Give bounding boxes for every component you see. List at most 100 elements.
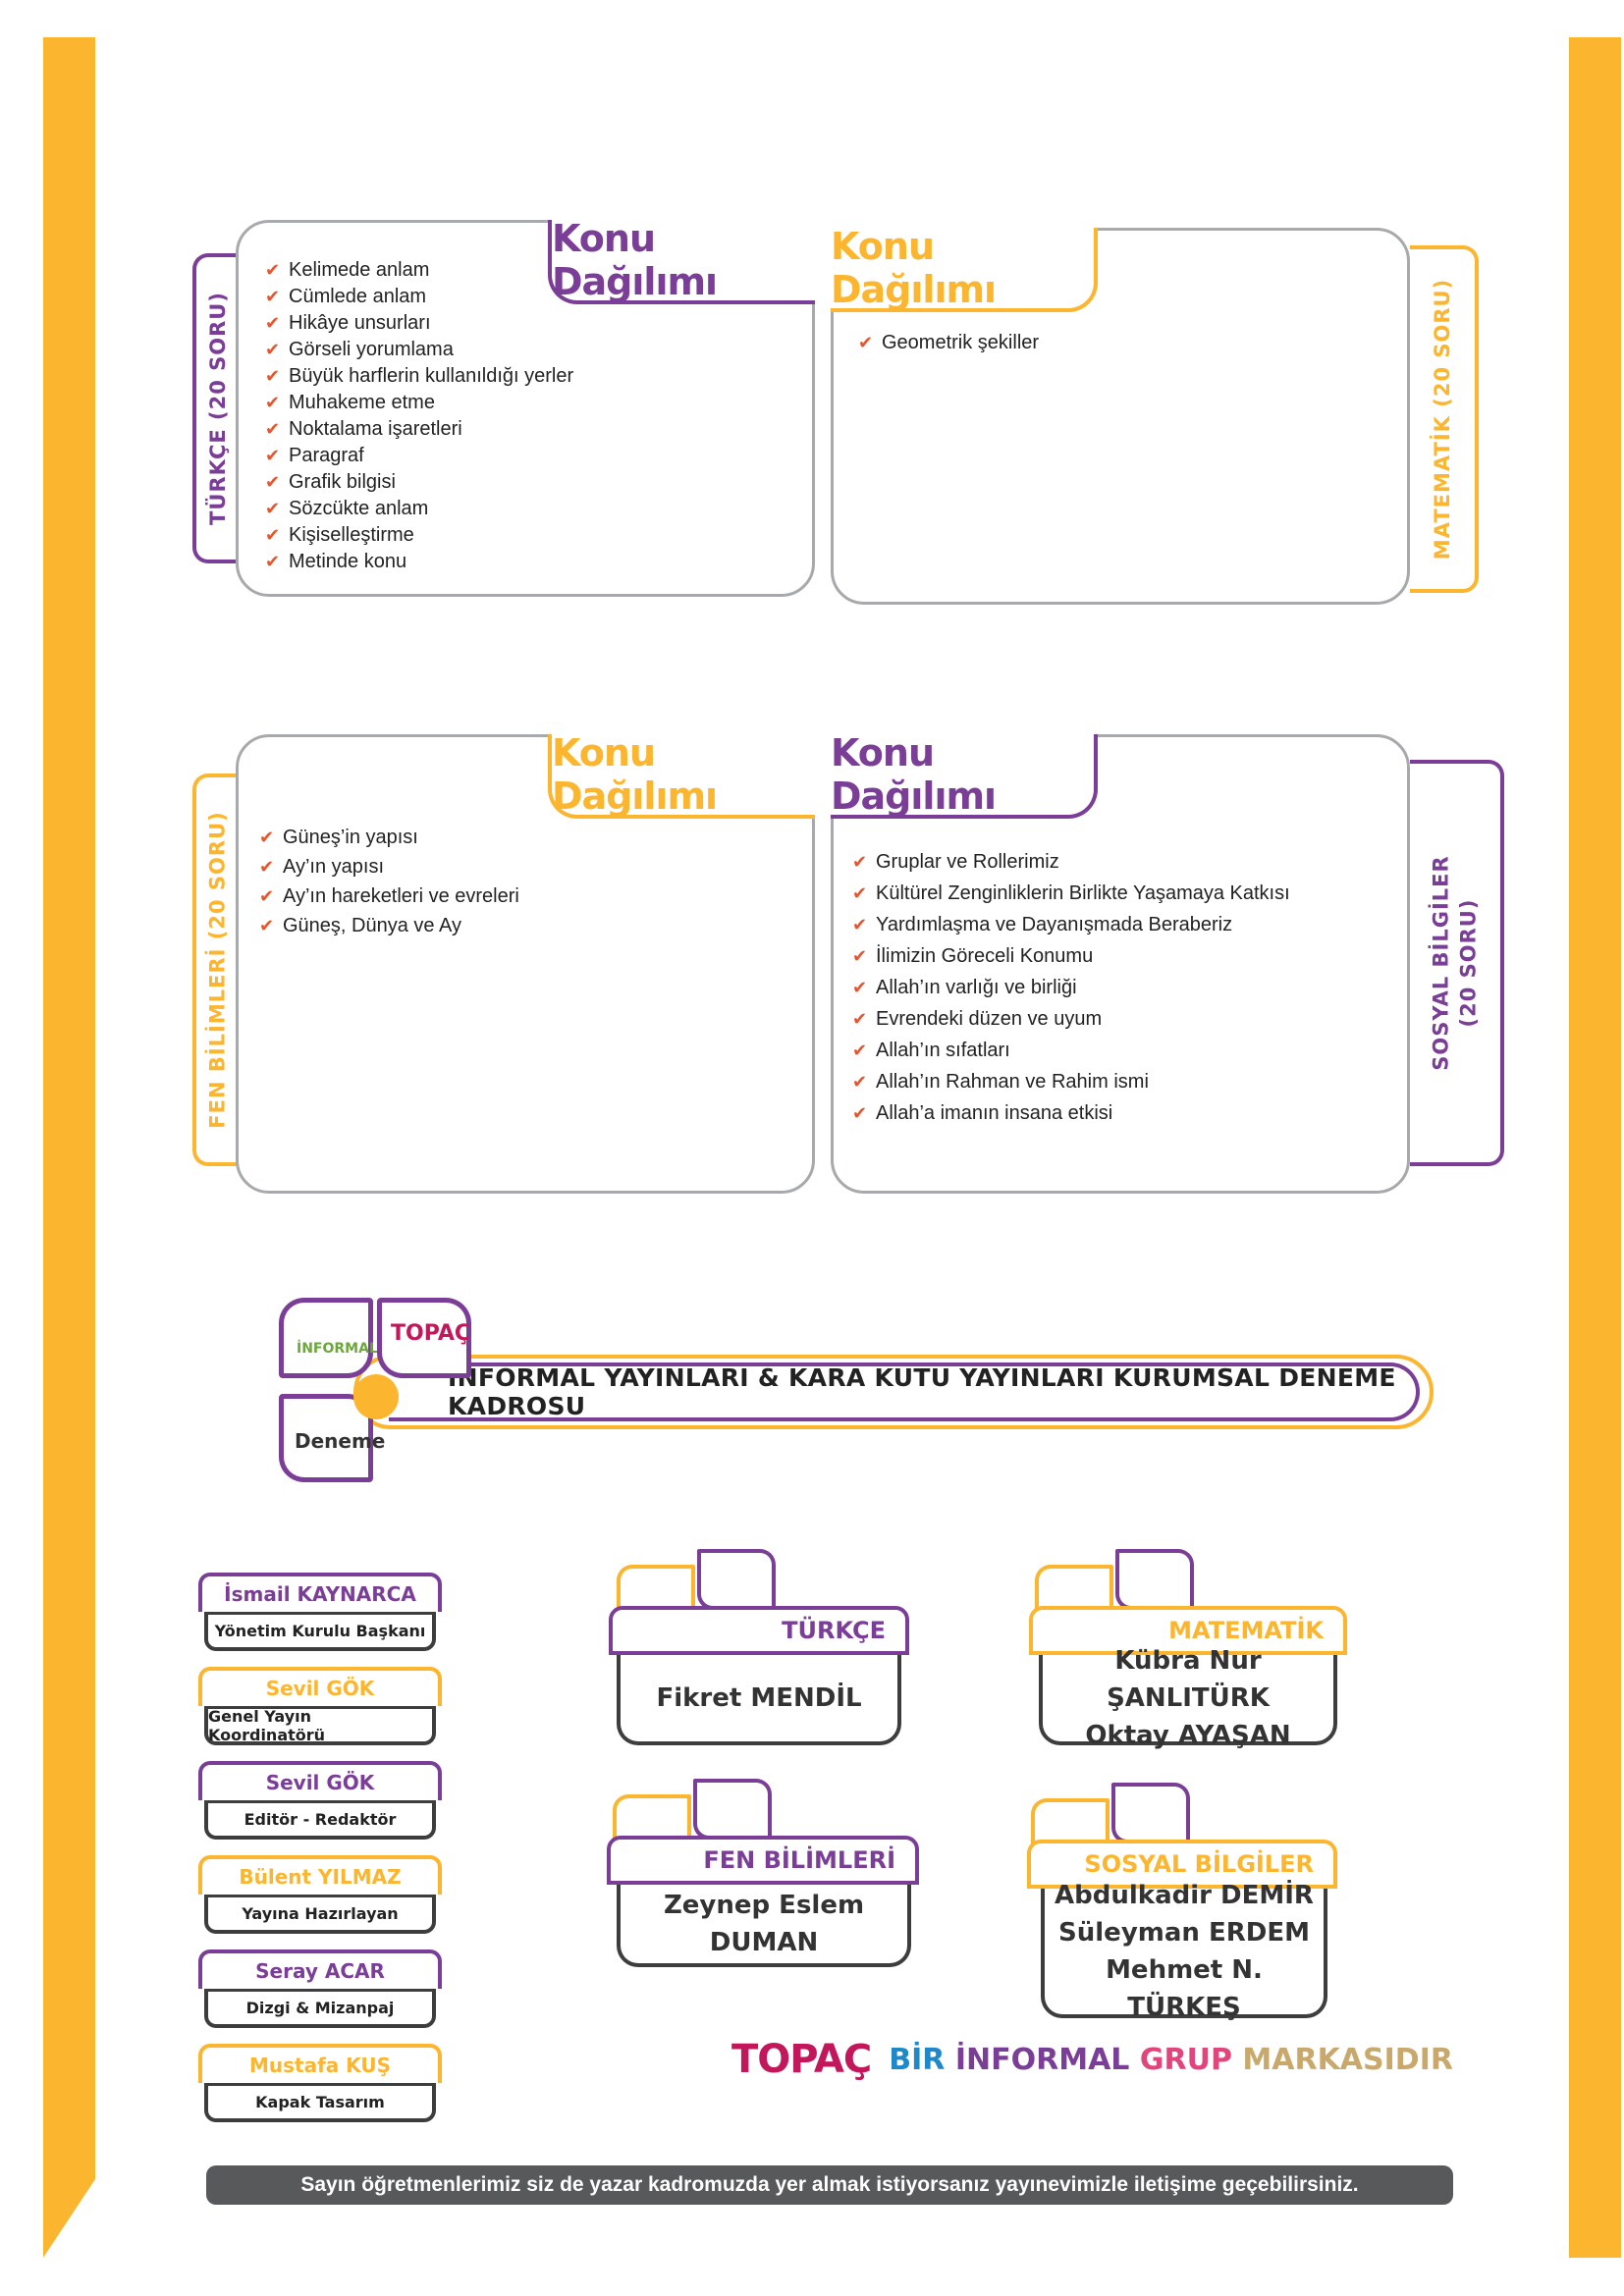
sosyal-topic-list: ✔Gruplar ve Rollerimiz✔Kültürel Zenginli…: [852, 846, 1290, 1129]
matematik-label: MATEMATİK (20 SORU): [1431, 278, 1454, 561]
topic-item: ✔Noktalama işaretleri: [265, 416, 573, 443]
brand-slogan: BİR İNFORMAL GRUP MARKASIDIR: [889, 2043, 1453, 2077]
topic-item: ✔ Allah’ın Rahman ve Rahim ismi: [852, 1066, 1290, 1097]
topic-item: ✔ Kişiselleştirme: [265, 522, 573, 549]
team-member-name: Mehmet N. TÜRKEŞ: [1106, 1955, 1263, 2022]
right-edge-stripe: [1569, 37, 1621, 2258]
fen-side-tab: FEN BİLİMLERİ (20 SORU): [192, 774, 240, 1166]
topic-text: Metinde konu: [289, 551, 407, 572]
team-member-name: Fikret MENDİL: [656, 1683, 862, 1713]
topic-item: ✔Allah’ın sıfatları: [852, 1035, 1290, 1066]
topic-text: Allah’ın sıfatları: [876, 1039, 1010, 1061]
topic-text: Güneş, Dünya ve Ay: [283, 914, 461, 936]
topic-text: Cümlede anlam: [289, 286, 427, 307]
sosyal-label: SOSYAL BİLGİLER (20 SORU): [1428, 855, 1483, 1070]
topic-item: ✔Güneş, Dünya ve Ay: [259, 911, 519, 940]
topic-item: ✔Sözcükte anlam: [265, 496, 573, 522]
staff-role: Yönetim Kurulu Başkanı: [204, 1612, 436, 1651]
check-icon: ✔: [265, 287, 281, 306]
slogan-bir: BİR: [889, 2042, 946, 2077]
topic-text: Kelimede anlam: [289, 259, 430, 281]
topic-text: Gruplar ve Rollerimiz: [876, 850, 1059, 873]
topic-item: ✔Kültürel Zenginliklerin Birlikte Yaşama…: [852, 878, 1290, 909]
topic-text: Kişiselleştirme: [289, 524, 414, 546]
topic-item: ✔ Büyük harflerin kullanıldığı yerler: [265, 363, 573, 390]
staff-name: Sevil GÖK: [198, 1761, 442, 1800]
topic-item: ✔Grafik bilgisi: [265, 469, 573, 496]
topic-text: Ay’ın yapısı: [283, 855, 385, 878]
check-icon: ✔: [852, 1102, 868, 1123]
banner-title: İNFORMAL YAYINLARI & KARA KUTU YAYINLARI…: [448, 1363, 1396, 1420]
check-icon: ✔: [265, 366, 281, 386]
check-icon: ✔: [852, 914, 868, 934]
matematik-topic-box: [831, 228, 1410, 605]
team-fen-members: Zeynep Eslem DUMAN: [617, 1885, 911, 1967]
topic-item: ✔ Gruplar ve Rollerimiz: [852, 846, 1290, 878]
topic-text: Allah’ın Rahman ve Rahim ismi: [876, 1070, 1149, 1093]
team-matematik-title: MATEMATİK: [1029, 1606, 1347, 1655]
turkce-side-tab: TÜRKÇE (20 SORU): [192, 253, 240, 563]
topic-item: ✔İlimizin Göreceli Konumu: [852, 940, 1290, 972]
topic-text: Ay’ın hareketleri ve evreleri: [283, 884, 519, 907]
team-fen-title: FEN BİLİMLERİ: [607, 1836, 919, 1885]
check-icon: ✔: [852, 1008, 868, 1029]
flower-center-dot: [353, 1374, 399, 1419]
topic-item: ✔Ay’ın hareketleri ve evreleri: [259, 881, 519, 911]
slogan-grup: GRUP: [1139, 2042, 1232, 2077]
fen-topic-list: ✔Güneş’in yapısı✔Ay’ın yapısı✔Ay’ın hare…: [259, 823, 519, 940]
topic-item: ✔Görseli yorumlama: [265, 337, 573, 363]
topic-item: ✔Evrendeki düzen ve uyum: [852, 1003, 1290, 1035]
brand-line: TOPAÇ BİR İNFORMAL GRUP MARKASIDIR: [731, 2037, 1453, 2082]
matematik-side-tab: MATEMATİK (20 SORU): [1410, 245, 1479, 593]
check-icon: ✔: [265, 525, 281, 545]
topic-text: Muhakeme etme: [289, 392, 435, 413]
topic-text: Hikâye unsurları: [289, 312, 431, 334]
check-icon: ✔: [858, 333, 874, 352]
matematik-konu-header: Konu Dağılımı: [831, 225, 1098, 312]
fen-label: FEN BİLİMLERİ (20 SORU): [206, 811, 231, 1129]
topic-item: ✔ Allah’ın varlığı ve birliği: [852, 972, 1290, 1003]
team-turkce-title: TÜRKÇE: [609, 1606, 909, 1655]
topic-text: Allah’a imanın insana etkisi: [876, 1101, 1113, 1124]
topic-text: Kültürel Zenginliklerin Birlikte Yaşamay…: [876, 881, 1290, 904]
topic-item: ✔Ay’ın yapısı: [259, 852, 519, 881]
topic-text: Geometrik şekiller: [882, 332, 1040, 353]
check-icon: ✔: [265, 313, 281, 333]
check-icon: ✔: [265, 472, 281, 492]
slogan-markasidir: MARKASIDIR: [1242, 2042, 1453, 2077]
team-member-name: Süleyman ERDEM: [1058, 1918, 1310, 1948]
turkce-topic-list: ✔ Kelimede anlam ✔ Cümlede anlam ✔ Hikâye uns…: [265, 257, 573, 575]
check-icon: ✔: [265, 446, 281, 465]
check-icon: ✔: [265, 260, 281, 280]
check-icon: ✔: [852, 851, 868, 872]
staff-role: Yayına Hazırlayan: [204, 1895, 436, 1934]
sosyal-konu-header: Konu Dağılımı: [831, 731, 1098, 819]
topac-logo-text: TOPAÇ: [391, 1321, 470, 1346]
topic-item: ✔ Metinde konu: [265, 549, 573, 575]
staff-role: Kapak Tasarım: [204, 2083, 436, 2122]
matematik-topic-list: ✔ Geometrik şekiller: [858, 330, 1039, 356]
staff-name: Bülent YILMAZ: [198, 1855, 442, 1895]
topic-item: ✔ Cümlede anlam: [265, 284, 573, 310]
topic-text: Allah’ın varlığı ve birliği: [876, 976, 1077, 998]
check-icon: ✔: [259, 827, 275, 847]
check-icon: ✔: [265, 393, 281, 412]
check-icon: ✔: [852, 1071, 868, 1092]
topic-text: Görseli yorumlama: [289, 339, 454, 360]
check-icon: ✔: [265, 419, 281, 439]
sosyal-side-tab: SOSYAL BİLGİLER (20 SORU): [1410, 760, 1504, 1166]
banner-title-box: İNFORMAL YAYINLARI & KARA KUTU YAYINLARI…: [389, 1362, 1420, 1421]
topic-text: Büyük harflerin kullanıldığı yerler: [289, 365, 574, 387]
check-icon: ✔: [852, 977, 868, 997]
topic-item: ✔ Hikâye unsurları: [265, 310, 573, 337]
team-sosyal-title: SOSYAL BİLGİLER: [1027, 1840, 1337, 1889]
check-icon: ✔: [265, 552, 281, 571]
slogan-informal: İNFORMAL: [954, 2042, 1130, 2077]
team-member-name: Zeynep Eslem DUMAN: [663, 1891, 865, 1957]
fen-konu-header: Konu Dağılımı: [548, 731, 815, 819]
topic-item: ✔Paragraf: [265, 443, 573, 469]
